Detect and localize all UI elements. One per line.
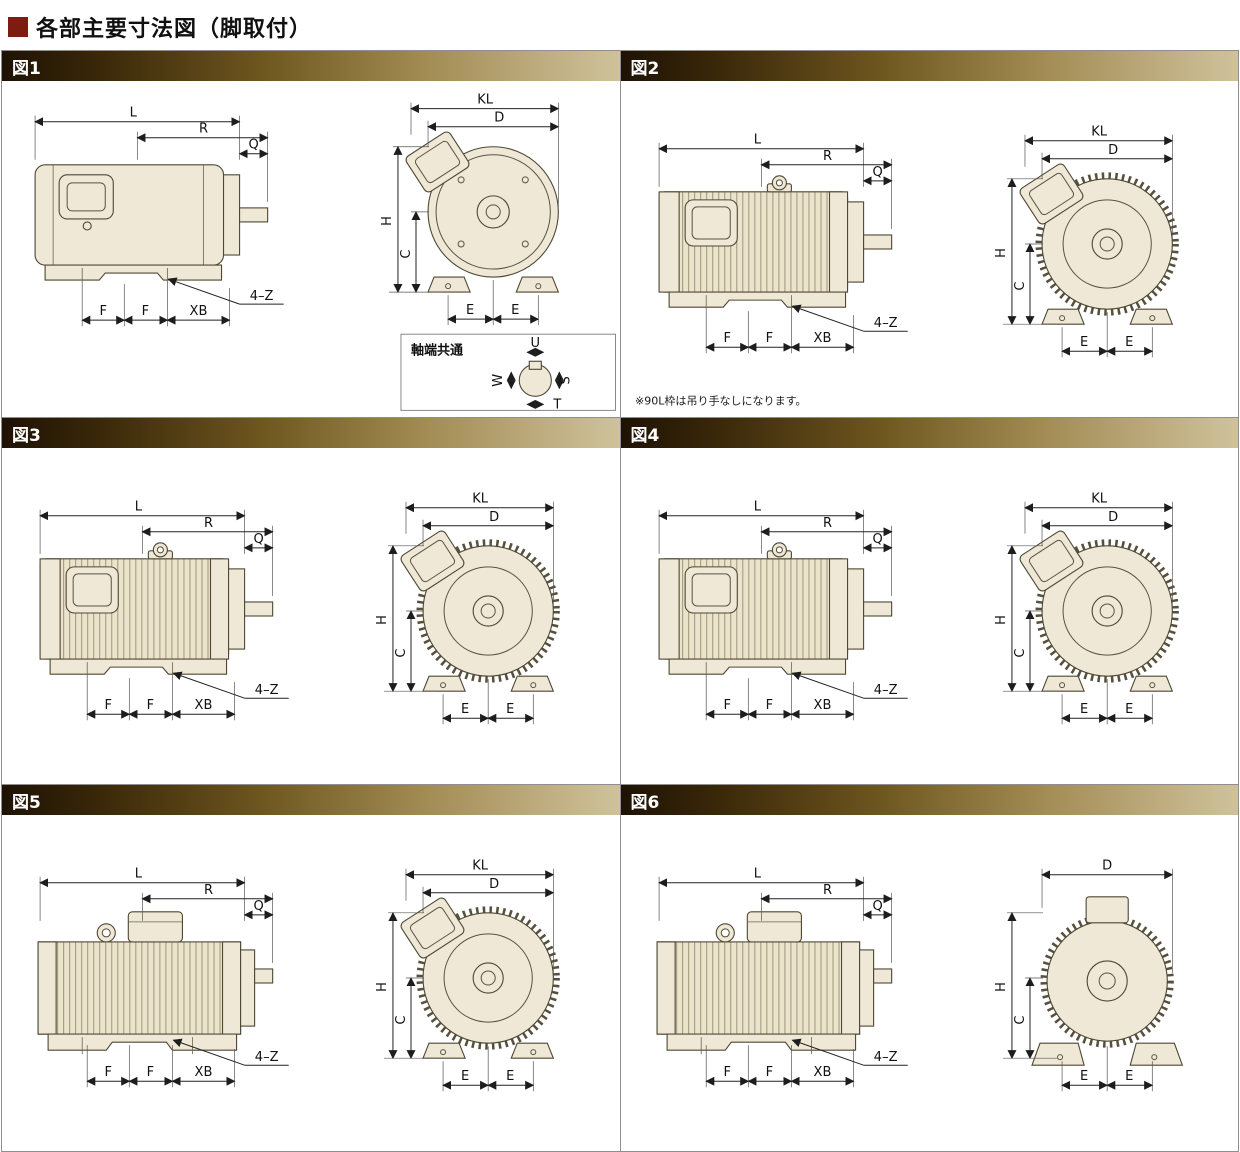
figure-1-label: 図1: [12, 58, 41, 79]
figure-1-header: 図1: [2, 51, 620, 81]
dim-label-s: S: [558, 376, 573, 384]
motor-front-view: [993, 859, 1181, 1092]
figures-grid: 図1 軸端共通 U: [1, 50, 1239, 1152]
dim-label-w: W: [491, 374, 506, 387]
shaft-end-common-box: 軸端共通 U T W S: [400, 333, 616, 412]
figure-2-label: 図2: [630, 58, 660, 79]
shaft-end-title: 軸端共通: [411, 342, 463, 358]
figure-1-drawing-area: 軸端共通 U T W S: [2, 81, 620, 417]
motor-side-view: [658, 500, 908, 721]
note-90l-frame: ※90L枠は吊り手なしになります。: [635, 393, 806, 407]
figure-5-svg: [37, 815, 620, 1151]
motor-front-view: [993, 492, 1174, 725]
figure-6-svg: [656, 815, 1239, 1151]
figure-6-header: 図6: [620, 785, 1238, 815]
figure-panel-1: 図1 軸端共通 U: [2, 51, 621, 418]
motor-side-view: [656, 867, 908, 1088]
figure-1-svg: 軸端共通 U T W S: [34, 81, 616, 412]
figure-panel-2: 図2 ※90L枠は吊り手なしになります。: [620, 51, 1239, 418]
section-marker-icon: [8, 17, 28, 37]
figure-3-svg: [39, 448, 620, 784]
figure-4-drawing-area: [621, 448, 1239, 784]
figure-3-drawing-area: [2, 448, 620, 784]
figure-2-drawing-area: ※90L枠は吊り手なしになります。: [621, 81, 1239, 417]
motor-front-view: [375, 859, 556, 1092]
motor-side-view: [658, 133, 908, 354]
figure-panel-5: 図5: [2, 785, 621, 1152]
motor-front-view: [993, 125, 1174, 358]
motor-side-view: [37, 867, 289, 1088]
figure-2-svg: ※90L枠は吊り手なしになります。: [635, 81, 1239, 407]
figure-5-header: 図5: [2, 785, 620, 815]
figure-5-drawing-area: [2, 815, 620, 1151]
figure-4-label: 図4: [630, 425, 660, 446]
page-header: 各部主要寸法図（脚取付）: [0, 0, 1240, 50]
figure-panel-6: 図6: [620, 785, 1239, 1152]
motor-side-view: [39, 500, 289, 721]
motor-front-view: [375, 492, 556, 725]
dim-label-u: U: [531, 336, 541, 351]
figure-4-header: 図4: [620, 418, 1238, 448]
figure-panel-4: 図4: [620, 418, 1239, 785]
figure-5-label: 図5: [12, 792, 41, 813]
motor-side-view: [34, 106, 284, 327]
figure-panel-3: 図3: [2, 418, 621, 785]
figure-2-header: 図2: [620, 51, 1238, 81]
figure-6-drawing-area: [621, 815, 1239, 1151]
figure-3-label: 図3: [12, 425, 41, 446]
page-title: 各部主要寸法図（脚取付）: [36, 17, 313, 42]
figure-6-label: 図6: [630, 792, 660, 813]
motor-front-view: [380, 93, 559, 326]
dim-label-t: T: [552, 397, 561, 412]
figure-4-svg: [658, 448, 1239, 784]
figure-3-header: 図3: [2, 418, 620, 448]
